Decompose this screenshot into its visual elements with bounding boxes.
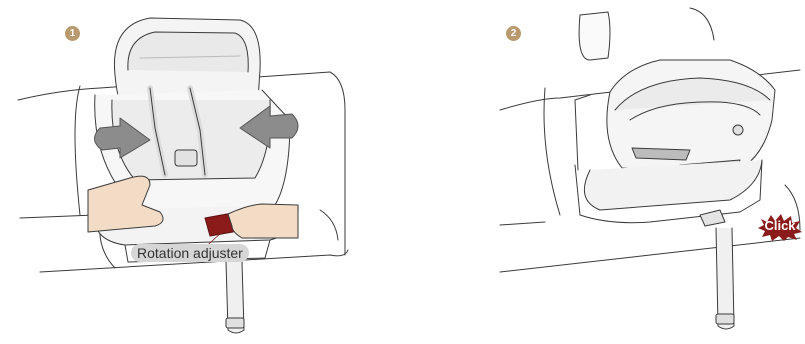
panel-1-rotation	[18, 18, 348, 333]
vehicle-seat-cushion	[20, 215, 95, 218]
click-text: Click	[757, 218, 803, 233]
click-indicator: Click	[757, 213, 803, 241]
panel-2-install	[500, 8, 800, 329]
harness-buckle	[175, 150, 197, 166]
vent-grille	[632, 148, 690, 160]
seat-shell-2	[607, 60, 775, 175]
step-2-badge: 2	[506, 26, 521, 41]
base-2	[584, 160, 762, 210]
step-1-badge: 1	[65, 26, 80, 41]
rotation-adjuster-label: Rotation adjuster	[131, 244, 249, 262]
vehicle-seat-cushion-2	[500, 222, 545, 225]
vehicle-headrest	[579, 12, 610, 60]
